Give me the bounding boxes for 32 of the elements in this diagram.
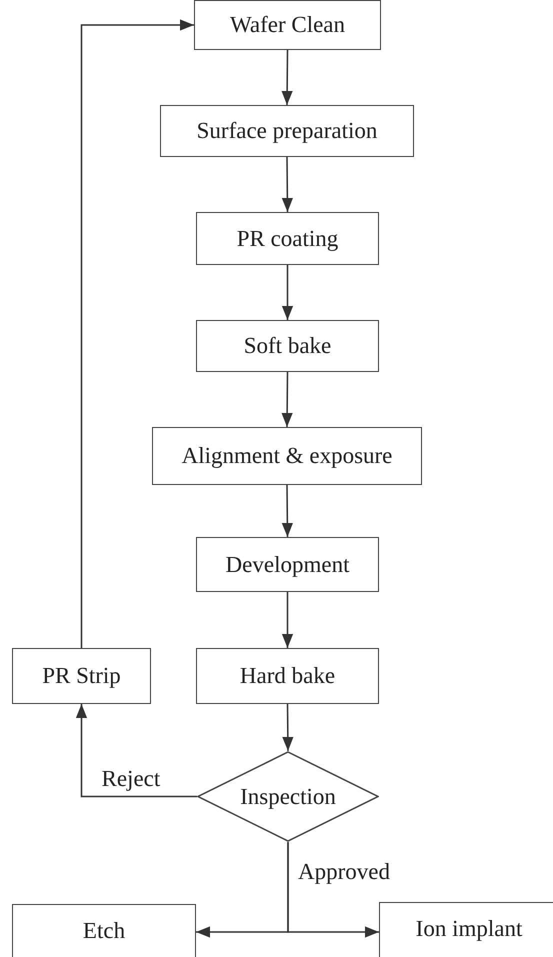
process-box	[12, 904, 196, 957]
process-box	[196, 320, 379, 372]
process-box	[12, 648, 151, 704]
process-box	[160, 105, 414, 157]
arrow	[80, 19, 194, 648]
arrow	[282, 265, 294, 320]
step-label: Soft bake	[244, 333, 332, 359]
arrow	[282, 704, 294, 751]
step-label: Hard bake	[240, 663, 336, 689]
process-box	[194, 0, 381, 50]
arrow	[282, 50, 293, 105]
step-label: PR coating	[236, 226, 338, 252]
process-box	[196, 212, 379, 265]
process-box	[379, 902, 553, 957]
process-box	[196, 648, 379, 704]
arrow	[282, 157, 293, 212]
arrow	[282, 372, 293, 427]
arrow	[282, 592, 294, 648]
arrow	[287, 842, 379, 938]
step-label: Etch	[82, 918, 126, 944]
arrow	[76, 704, 197, 798]
process-box	[152, 427, 422, 485]
arrow	[282, 485, 293, 537]
step-label: Inspection	[240, 784, 336, 810]
step-label: Development	[226, 552, 350, 578]
step-label: Ion implant	[416, 916, 522, 942]
decision-diamond	[197, 751, 379, 842]
step-label: Surface preparation	[196, 118, 378, 144]
step-label: Wafer Clean	[230, 12, 345, 38]
step-label: Alignment & exposure	[182, 443, 392, 469]
step-label: PR Strip	[42, 663, 121, 689]
process-box	[196, 537, 379, 592]
